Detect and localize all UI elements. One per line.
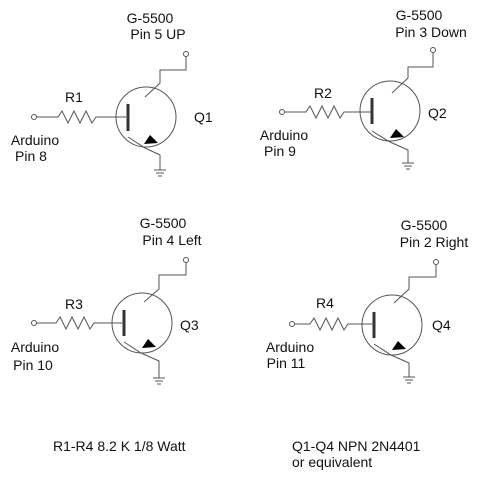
ground-symbol-q2 xyxy=(402,162,414,170)
emitter-wire-q4 xyxy=(373,343,410,377)
resistor-label-q1: R1 xyxy=(65,89,83,105)
input-label-line1-q3: Arduino xyxy=(11,339,59,355)
collector-wire-q4 xyxy=(393,264,437,304)
resistor-q4 xyxy=(294,316,374,332)
transistor-body-q4 xyxy=(361,294,423,356)
collector-wire-q2 xyxy=(391,52,434,94)
collector-label-line2-q1: Pin 5 UP xyxy=(130,26,185,42)
ground-symbol-q4 xyxy=(403,376,415,384)
collector-label-line1-q2: G-5500 xyxy=(396,7,443,23)
emitter-arrow-q3 xyxy=(142,339,156,348)
input-terminal-q2 xyxy=(279,109,285,115)
input-label-line1-q4: Arduino xyxy=(266,339,314,355)
transistor-label-q3: Q3 xyxy=(180,317,199,333)
resistor-q1 xyxy=(36,109,128,125)
input-label-line2-q1: Pin 8 xyxy=(15,148,47,164)
emitter-wire-q3 xyxy=(123,341,160,378)
collector-terminal-q3 xyxy=(183,257,189,263)
input-label-line2-q3: Pin 10 xyxy=(13,357,53,373)
circuit-q1: G-5500 Pin 5 UP R1 Q1 Arduino Pin 8 xyxy=(11,10,213,177)
collector-label-line2-q2: Pin 3 Down xyxy=(395,24,467,40)
transistor-body-q2 xyxy=(359,80,421,142)
collector-terminal-q4 xyxy=(433,259,439,265)
circuit-q3: G-5500 Pin 4 Left R3 Q3 Arduino Pin 10 xyxy=(11,215,202,385)
emitter-arrow-q1 xyxy=(144,135,158,144)
ground-symbol-q3 xyxy=(153,377,165,385)
emitter-wire-q2 xyxy=(371,130,409,163)
collector-label-line1-q3: G-5500 xyxy=(140,215,187,231)
resistor-q3 xyxy=(36,315,124,331)
transistor-spec-note-line1: Q1-Q4 NPN 2N4401 xyxy=(292,438,421,454)
input-label-line2-q2: Pin 9 xyxy=(264,143,296,159)
collector-wire-q3 xyxy=(143,262,187,303)
input-label-line2-q4: Pin 11 xyxy=(267,355,306,371)
collector-label-line2-q4: Pin 2 Right xyxy=(400,234,469,250)
emitter-wire-q1 xyxy=(127,136,161,170)
collector-terminal-q1 xyxy=(183,51,189,57)
ground-symbol-q1 xyxy=(154,169,166,177)
input-terminal-q1 xyxy=(31,114,37,120)
circuit-q4: G-5500 Pin 2 Right R4 Q4 Arduino Pin 11 xyxy=(266,217,469,384)
collector-label-line2-q3: Pin 4 Left xyxy=(142,232,201,248)
collector-label-line1-q1: G-5500 xyxy=(127,10,174,26)
input-terminal-q3 xyxy=(31,320,37,326)
transistor-label-q2: Q2 xyxy=(428,105,447,121)
input-label-line1-q1: Arduino xyxy=(11,132,59,148)
emitter-arrow-q2 xyxy=(390,129,404,138)
transistor-spec-note-line2: or equivalent xyxy=(292,454,372,470)
input-terminal-q4 xyxy=(289,321,295,327)
transistor-label-q1: Q1 xyxy=(194,109,213,125)
resistor-label-q4: R4 xyxy=(316,295,334,311)
circuit-q2: G-5500 Pin 3 Down R2 Q2 Arduino Pin 9 xyxy=(260,7,467,170)
resistor-label-q3: R3 xyxy=(65,296,83,312)
emitter-arrow-q4 xyxy=(392,341,406,350)
collector-label-line1-q4: G-5500 xyxy=(401,217,448,233)
collector-wire-q1 xyxy=(144,56,187,98)
collector-terminal-q2 xyxy=(430,47,436,53)
resistor-label-q2: R2 xyxy=(314,85,332,101)
resistor-q2 xyxy=(284,104,372,120)
input-label-line1-q2: Arduino xyxy=(260,127,308,143)
resistor-spec-note: R1-R4 8.2 K 1/8 Watt xyxy=(53,438,186,454)
transistor-label-q4: Q4 xyxy=(432,317,451,333)
